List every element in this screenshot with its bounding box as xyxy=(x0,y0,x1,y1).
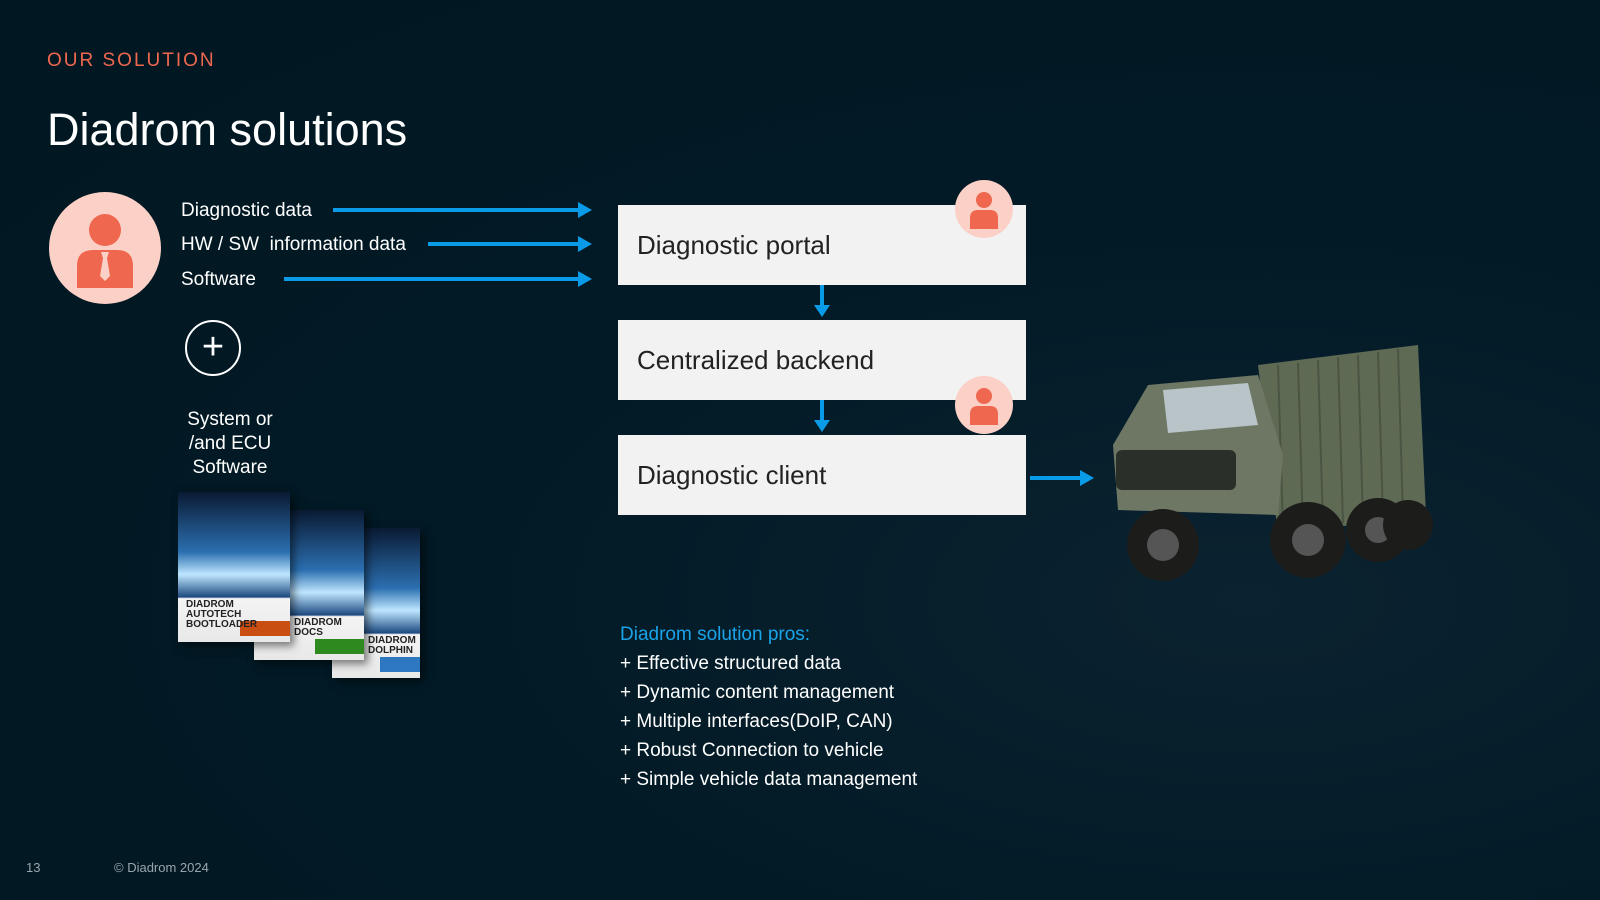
page-title: Diadrom solutions xyxy=(47,104,408,155)
pros-item: + Dynamic content management xyxy=(620,682,895,703)
copyright: © Diadrom 2024 xyxy=(114,860,209,875)
section-eyebrow: OUR SOLUTION xyxy=(47,50,216,71)
person-icon xyxy=(970,192,998,229)
page-number: 13 xyxy=(26,860,41,875)
pros-heading: Diadrom solution pros: xyxy=(620,624,811,645)
pros-item: + Effective structured data xyxy=(620,653,841,674)
input-label-hw-sw: HW / SW information data xyxy=(181,234,406,255)
arrow-right xyxy=(333,202,592,218)
pros-item: + Multiple interfaces(DoIP, CAN) xyxy=(620,711,893,732)
input-label-diagnostic-data: Diagnostic data xyxy=(181,200,312,221)
product-name: DIADROM AUTOTECH BOOTLOADER xyxy=(186,599,258,630)
arrow-down xyxy=(814,400,830,432)
pros-list: Diadrom solution pros: + Effective struc… xyxy=(620,620,917,794)
centralized-backend-box: Centralized backend xyxy=(618,320,1026,400)
person-icon xyxy=(970,388,998,425)
user-avatar xyxy=(49,192,161,304)
pros-item: + Simple vehicle data management xyxy=(620,769,918,790)
plus-icon: + xyxy=(185,320,241,376)
product-name: DIADROM DOLPHIN xyxy=(368,635,416,656)
arrow-right xyxy=(428,236,592,252)
input-label-software: Software xyxy=(181,269,256,290)
system-label: System or /and ECU Software xyxy=(187,409,273,478)
pros-item: + Robust Connection to vehicle xyxy=(620,740,884,761)
person-badge xyxy=(955,376,1013,434)
diagnostic-client-box: Diagnostic client xyxy=(618,435,1026,515)
product-box: DIADROM AUTOTECH BOOTLOADER xyxy=(178,492,290,642)
person-icon xyxy=(77,214,133,288)
military-truck-image xyxy=(1113,345,1433,581)
person-badge xyxy=(955,180,1013,238)
product-boxes-image: DIADROM DOLPHIN DIADROM DOCS DIADROM AUT… xyxy=(178,492,448,688)
product-name: DIADROM DOCS xyxy=(294,617,342,638)
arrow-right xyxy=(1030,470,1094,486)
arrow-down xyxy=(814,285,830,317)
arrow-right xyxy=(284,271,592,287)
